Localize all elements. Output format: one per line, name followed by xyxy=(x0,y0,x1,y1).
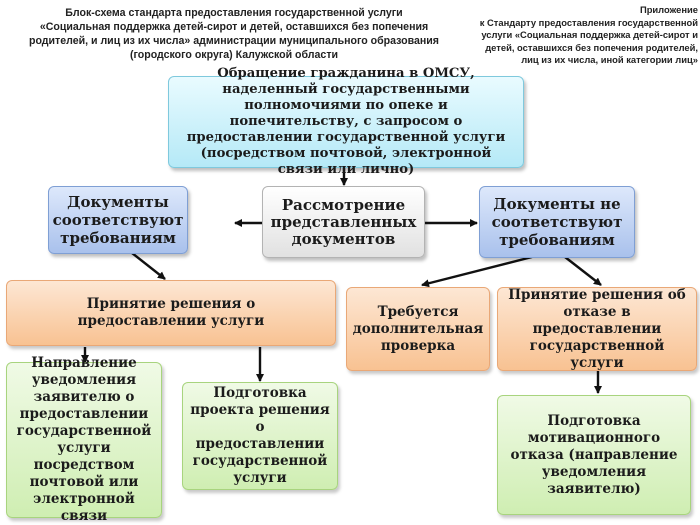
node-appeal: Обращение гражданина в ОМСУ, наделенный … xyxy=(168,66,524,177)
node-decision-grant: Принятие решения о предоставлении услуги xyxy=(6,280,336,346)
node-notify: Направление уведомления заявителю о пред… xyxy=(6,355,162,524)
node-draft-label: Подготовка проекта решения о предоставле… xyxy=(190,385,330,486)
node-notify-label: Направление уведомления заявителю о пред… xyxy=(16,355,152,524)
node-appeal-label: Обращение гражданина в ОМСУ, наделенный … xyxy=(186,66,506,177)
node-docs-not-ok: Документы не соответствуют требованиям xyxy=(479,186,635,258)
node-extra-check-label: Требуется дополнительная проверка xyxy=(352,303,484,354)
arrow-docs-not-ok-to-refusal xyxy=(564,256,602,286)
node-decision-refuse-label: Принятие решения об отказе в предоставле… xyxy=(508,286,686,371)
node-extra-check: Требуется дополнительная проверка xyxy=(346,287,490,371)
node-refusal-prep-label: Подготовка мотивационного отказа (направ… xyxy=(510,412,678,497)
node-review-label: Рассмотрение представленных документов xyxy=(270,195,417,248)
node-decision-refuse: Принятие решения об отказе в предоставле… xyxy=(497,287,697,371)
appendix-line: детей, оставшихся без попечения родителе… xyxy=(485,41,698,53)
node-docs-not-ok-label: Документы не соответствуют требованиям xyxy=(491,195,623,249)
node-draft: Подготовка проекта решения о предоставле… xyxy=(182,382,338,490)
appendix-line: к Стандарту предоставления государственн… xyxy=(479,16,698,28)
title-line: родителей, и лиц из их числа» администра… xyxy=(29,35,439,47)
appendix-label: Приложение xyxy=(639,4,698,15)
diagram-title: Блок-схема стандарта предоставления госу… xyxy=(4,6,464,62)
node-decision-grant-label: Принятие решения о предоставлении услуги xyxy=(77,296,265,329)
title-line: (городского округа) Калужской области xyxy=(129,49,339,61)
appendix-line: услуги «Социальная поддержка детей-сирот… xyxy=(481,29,698,41)
node-refusal-prep: Подготовка мотивационного отказа (направ… xyxy=(497,395,691,515)
arrow-docs-not-ok-to-extra-check xyxy=(421,255,533,288)
arrow-docs-ok-to-decision xyxy=(131,252,166,280)
node-docs-ok-label: Документы соответствуют требованиям xyxy=(52,193,184,247)
node-review: Рассмотрение представленных документов xyxy=(262,186,425,258)
title-line: «Социальная поддержка детей-сирот и дете… xyxy=(39,21,429,33)
appendix-note: Приложение к Стандарту предоставления го… xyxy=(458,4,698,67)
title-line: Блок-схема стандарта предоставления госу… xyxy=(65,7,403,19)
node-docs-ok: Документы соответствуют требованиям xyxy=(48,186,188,254)
appendix-line: лиц из их числа, иной категории лиц» xyxy=(521,54,698,66)
